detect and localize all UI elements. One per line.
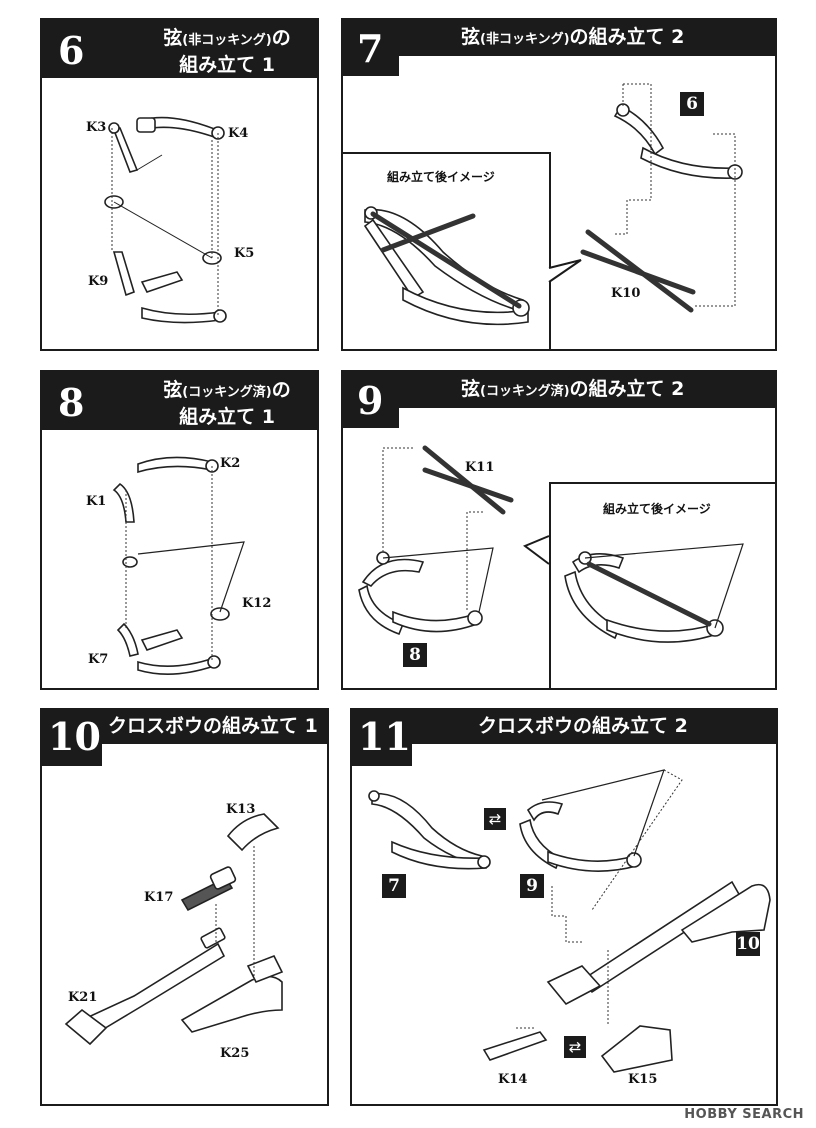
step-10-diagram <box>64 813 284 1046</box>
title-tail: の <box>271 379 291 401</box>
step-6-diagram <box>104 116 227 324</box>
step-number: 9 <box>357 378 384 423</box>
step-title: 弦(非コッキング)の組み立て 2 <box>461 25 684 52</box>
part-label-k10: K10 <box>611 286 641 301</box>
part-label-k13: K13 <box>226 802 256 817</box>
step-header <box>343 372 775 408</box>
step-header <box>42 20 317 78</box>
title-tail: の組み立て 2 <box>569 378 685 400</box>
part-label-k4: K4 <box>228 126 249 141</box>
step-title: 弦(コッキング済)の組み立て 2 <box>461 377 684 404</box>
part-label-k2: K2 <box>220 456 241 471</box>
step-11-panel: 11 クロスボウの組み立て 2 7 9 10 ⇄ ⇄ <box>350 708 778 1106</box>
title-tail: の組み立て 2 <box>569 26 685 48</box>
title-tail: の <box>271 27 291 49</box>
title-small: (非コッキング) <box>480 32 570 47</box>
step-reference-badge: 6 <box>680 92 704 116</box>
step-9-panel: 9 弦(コッキング済)の組み立て 2 組み立て後イメージ 8 <box>341 370 777 690</box>
swap-icon: ⇄ <box>564 1036 586 1058</box>
step-number: 6 <box>58 28 85 73</box>
step-title: 弦(コッキング済)の 組み立て 1 <box>142 378 312 429</box>
step-reference-badge: 10 <box>736 932 760 956</box>
step-7-diagram <box>363 83 743 326</box>
part-label-k25: K25 <box>220 1046 250 1061</box>
part-label-k21: K21 <box>68 990 98 1005</box>
step-reference-badge: 9 <box>520 874 544 898</box>
part-label-k1: K1 <box>86 494 107 509</box>
part-label-k9: K9 <box>88 274 109 289</box>
step-6-panel: 6 弦(非コッキング)の 組み立て 1 <box>40 18 319 351</box>
title-main: 弦 <box>461 26 481 48</box>
step-header-tab <box>42 710 102 766</box>
title-small: (コッキング済) <box>182 385 272 400</box>
step-11-diagram <box>368 769 771 1073</box>
part-label-k15: K15 <box>628 1072 658 1087</box>
step-reference-badge: 7 <box>382 874 406 898</box>
step-title: クロスボウの組み立て 1 <box>108 715 318 737</box>
title-main: 弦 <box>163 27 183 49</box>
title-main: 弦 <box>163 379 183 401</box>
step-number: 8 <box>58 380 85 425</box>
part-label-k5: K5 <box>234 246 255 261</box>
part-label-k11: K11 <box>465 460 495 475</box>
swap-icon: ⇄ <box>484 808 506 830</box>
step-header <box>352 710 776 744</box>
after-assembly-label: 組み立て後イメージ <box>603 502 711 516</box>
part-label-k12: K12 <box>242 596 272 611</box>
step-header-tab <box>352 710 412 766</box>
watermark: HOBBY SEARCH <box>684 1107 804 1122</box>
title-small: (コッキング済) <box>480 384 570 399</box>
step-7-panel: 7 弦(非コッキング)の組み立て 2 組み立て後イメージ 6 <box>341 18 777 351</box>
step-8-diagram <box>112 456 245 675</box>
step-header-tab <box>343 20 399 76</box>
step-9-diagram <box>358 445 744 643</box>
title-line2: 組み立て 1 <box>179 54 275 76</box>
after-assembly-label: 組み立て後イメージ <box>387 170 495 184</box>
part-label-k17: K17 <box>144 890 174 905</box>
part-label-k3: K3 <box>86 120 107 135</box>
step-number: 10 <box>48 714 101 759</box>
step-header-tab <box>343 372 399 428</box>
step-title: クロスボウの組み立て 2 <box>478 715 688 737</box>
step-number: 7 <box>357 26 384 71</box>
step-10-panel: 10 クロスボウの組み立て 1 K13 K17 K21 K25 <box>40 708 329 1106</box>
title-line2: 組み立て 1 <box>179 406 275 428</box>
step-header <box>42 372 317 430</box>
part-label-k7: K7 <box>88 652 109 667</box>
step-reference-badge: 8 <box>403 643 427 667</box>
step-header <box>343 20 775 56</box>
part-label-k14: K14 <box>498 1072 528 1087</box>
step-title: 弦(非コッキング)の 組み立て 1 <box>142 26 312 77</box>
after-assembly-inset <box>549 482 775 688</box>
step-number: 11 <box>358 714 411 759</box>
title-main: 弦 <box>461 378 481 400</box>
title-small: (非コッキング) <box>182 33 272 48</box>
step-8-panel: 8 弦(コッキング済)の 組み立て 1 K2 K1 K12 K7 <box>40 370 319 690</box>
